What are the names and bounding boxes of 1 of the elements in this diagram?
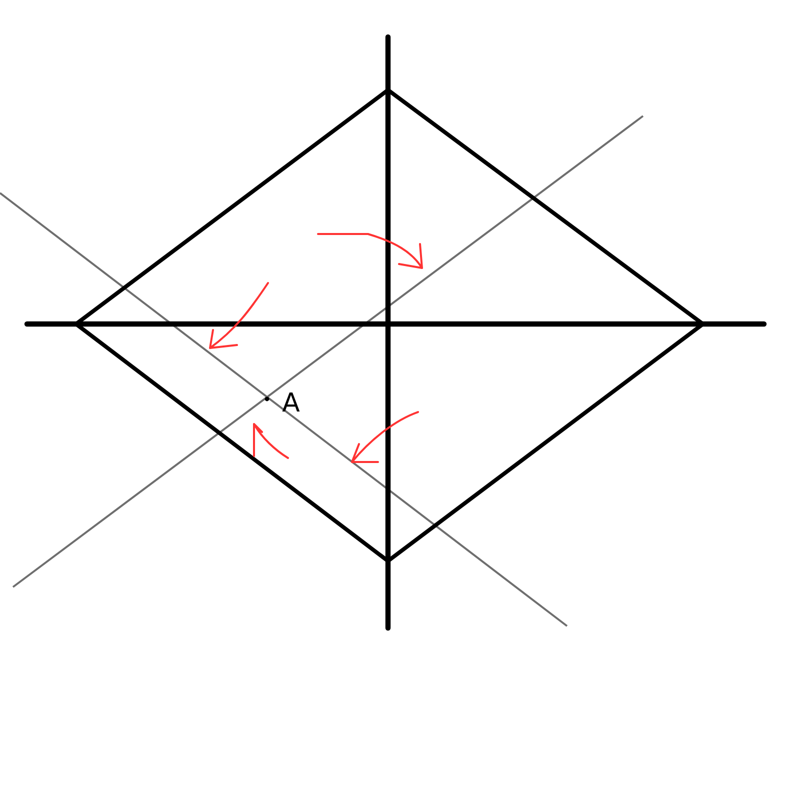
point-label: A xyxy=(282,392,300,412)
